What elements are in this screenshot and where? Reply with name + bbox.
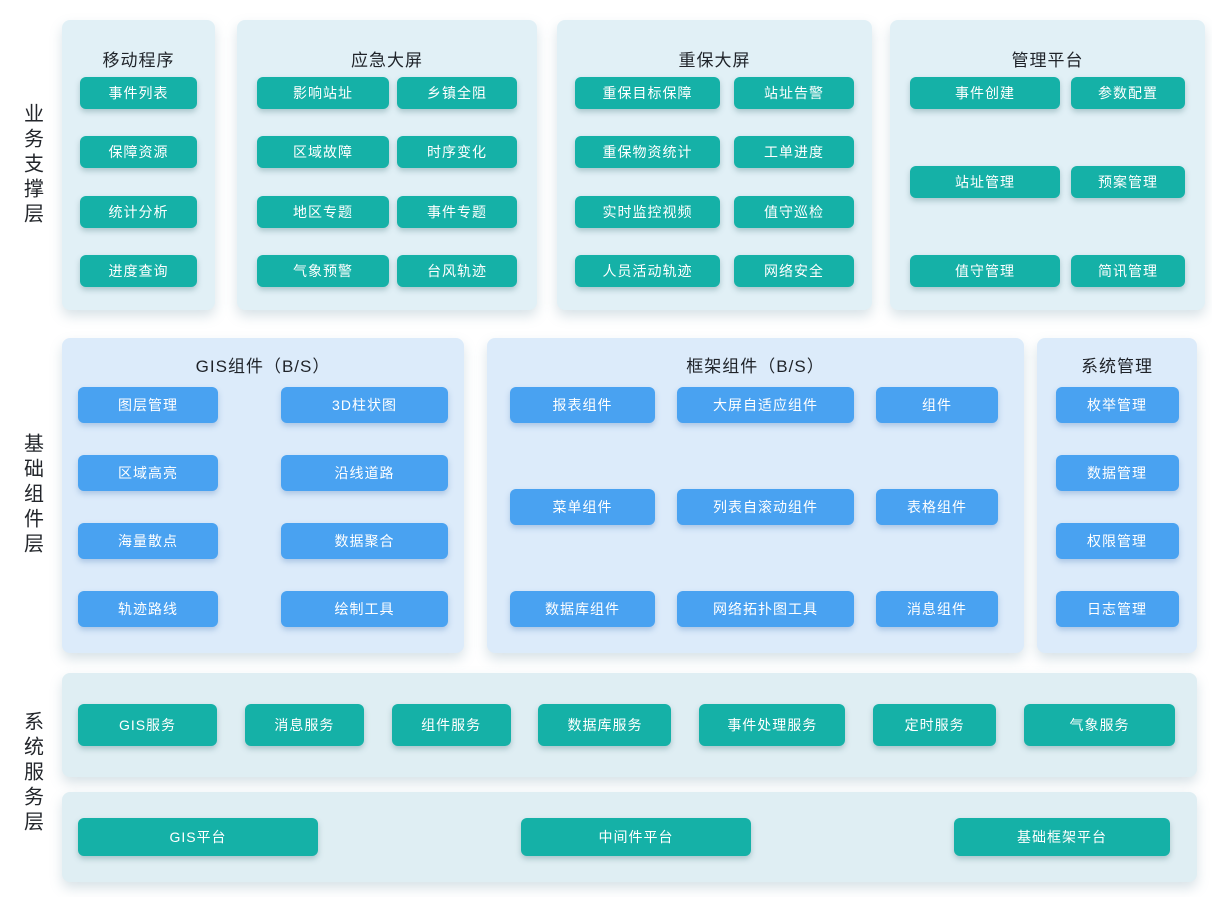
management-chip: 简讯管理 xyxy=(1071,255,1185,287)
mobile-chip: 保障资源 xyxy=(80,136,197,169)
layer-label-components: 基础组件层 xyxy=(20,433,43,558)
management-chip: 事件创建 xyxy=(910,77,1060,109)
emergency-chip-grid: 影响站址 乡镇全阻 区域故障 时序变化 地区专题 事件专题 气象预警 台风轨迹 xyxy=(237,77,537,287)
protection-chip: 重保物资统计 xyxy=(575,136,720,169)
gis-chip: 海量散点 xyxy=(78,523,218,559)
platforms-row: GIS平台 中间件平台 基础框架平台 xyxy=(62,792,1197,882)
framework-chip: 消息组件 xyxy=(876,591,998,627)
framework-chip: 数据库组件 xyxy=(510,591,655,627)
service-chip: GIS服务 xyxy=(78,704,217,746)
platform-chip: 中间件平台 xyxy=(521,818,751,856)
panel-title-system: 系统管理 xyxy=(1081,357,1153,376)
emergency-chip: 气象预警 xyxy=(257,254,389,287)
mobile-chip: 统计分析 xyxy=(80,195,197,228)
protection-chip: 网络安全 xyxy=(734,254,854,287)
gis-chip: 图层管理 xyxy=(78,387,218,423)
management-chip: 值守管理 xyxy=(910,255,1060,287)
system-chip-grid: 枚举管理 数据管理 权限管理 日志管理 xyxy=(1037,387,1197,627)
emergency-chip: 区域故障 xyxy=(257,136,389,169)
platform-chip: 基础框架平台 xyxy=(954,818,1170,856)
services-row: GIS服务 消息服务 组件服务 数据库服务 事件处理服务 定时服务 气象服务 xyxy=(62,673,1197,777)
panel-title-emergency: 应急大屏 xyxy=(351,51,423,70)
panel-framework-components: 框架组件（B/S） 报表组件 大屏自适应组件 组件 菜单组件 列表自滚动组件 表… xyxy=(487,338,1024,653)
layer-label-services: 系统服务层 xyxy=(20,710,43,836)
protection-chip: 重保目标保障 xyxy=(575,77,720,109)
service-chip: 组件服务 xyxy=(391,704,511,746)
mobile-chip-grid: 事件列表 保障资源 统计分析 进度查询 xyxy=(62,77,215,287)
gis-chip: 绘制工具 xyxy=(281,591,448,627)
management-chip: 站址管理 xyxy=(910,166,1060,198)
protection-chip: 站址告警 xyxy=(734,77,854,109)
gis-chip: 轨迹路线 xyxy=(78,591,218,627)
protection-chip: 实时监控视频 xyxy=(575,195,720,228)
emergency-chip: 台风轨迹 xyxy=(397,254,517,287)
system-chip: 权限管理 xyxy=(1055,523,1179,559)
emergency-chip: 时序变化 xyxy=(397,136,517,169)
panel-title-framework: 框架组件（B/S） xyxy=(686,357,825,376)
system-chip: 枚举管理 xyxy=(1055,387,1179,423)
framework-chip: 报表组件 xyxy=(510,387,655,423)
protection-chip: 人员活动轨迹 xyxy=(575,254,720,287)
emergency-chip: 事件专题 xyxy=(397,195,517,228)
protection-chip: 值守巡检 xyxy=(734,195,854,228)
framework-chip: 菜单组件 xyxy=(510,489,655,525)
panel-management-platform: 管理平台 事件创建 参数配置 站址管理 预案管理 值守管理 简讯管理 xyxy=(890,20,1205,310)
management-chip: 预案管理 xyxy=(1071,166,1185,198)
framework-chip: 列表自滚动组件 xyxy=(677,489,854,525)
gis-chip: 3D柱状图 xyxy=(281,387,448,423)
protection-chip: 工单进度 xyxy=(734,136,854,169)
framework-chip-grid: 报表组件 大屏自适应组件 组件 菜单组件 列表自滚动组件 表格组件 数据库组件 … xyxy=(487,387,1024,627)
protection-chip-grid: 重保目标保障 站址告警 重保物资统计 工单进度 实时监控视频 值守巡检 人员活动… xyxy=(557,77,872,287)
service-chip: 消息服务 xyxy=(244,704,364,746)
panel-title-management: 管理平台 xyxy=(1011,51,1084,70)
gis-chip: 沿线道路 xyxy=(281,455,448,491)
panel-services-row: GIS服务 消息服务 组件服务 数据库服务 事件处理服务 定时服务 气象服务 xyxy=(62,673,1197,777)
gis-chip-grid: 图层管理 3D柱状图 区域高亮 沿线道路 海量散点 数据聚合 轨迹路线 绘制工具 xyxy=(62,387,464,627)
management-chip-grid: 事件创建 参数配置 站址管理 预案管理 值守管理 简讯管理 xyxy=(890,77,1205,287)
framework-chip: 大屏自适应组件 xyxy=(677,387,854,423)
management-chip: 参数配置 xyxy=(1071,77,1185,109)
layer-label-business: 业务支撑层 xyxy=(20,102,43,228)
mobile-chip: 进度查询 xyxy=(80,254,197,287)
panel-emergency-screen: 应急大屏 影响站址 乡镇全阻 区域故障 时序变化 地区专题 事件专题 气象预警 … xyxy=(237,20,537,310)
framework-chip: 组件 xyxy=(876,387,998,423)
emergency-chip: 影响站址 xyxy=(257,77,389,109)
panel-protection-screen: 重保大屏 重保目标保障 站址告警 重保物资统计 工单进度 实时监控视频 值守巡检… xyxy=(557,20,872,310)
panel-title-protection: 重保大屏 xyxy=(678,51,751,70)
gis-chip: 区域高亮 xyxy=(78,455,218,491)
platform-chip: GIS平台 xyxy=(78,818,318,856)
gis-chip: 数据聚合 xyxy=(281,523,448,559)
framework-chip: 网络拓扑图工具 xyxy=(677,591,854,627)
mobile-chip: 事件列表 xyxy=(80,77,197,109)
panel-gis-components: GIS组件（B/S） 图层管理 3D柱状图 区域高亮 沿线道路 海量散点 数据聚… xyxy=(62,338,464,653)
panel-mobile-app: 移动程序 事件列表 保障资源 统计分析 进度查询 xyxy=(62,20,215,310)
panel-platforms-row: GIS平台 中间件平台 基础框架平台 xyxy=(62,792,1197,882)
service-chip: 气象服务 xyxy=(1023,704,1175,746)
framework-chip: 表格组件 xyxy=(876,489,998,525)
service-chip: 数据库服务 xyxy=(538,704,672,746)
service-chip: 事件处理服务 xyxy=(699,704,846,746)
emergency-chip: 地区专题 xyxy=(257,195,389,228)
emergency-chip: 乡镇全阻 xyxy=(397,77,517,109)
panel-system-management: 系统管理 枚举管理 数据管理 权限管理 日志管理 xyxy=(1037,338,1197,653)
panel-title-gis: GIS组件（B/S） xyxy=(195,357,331,376)
panel-title-mobile: 移动程序 xyxy=(102,51,175,70)
system-chip: 日志管理 xyxy=(1055,591,1179,627)
system-chip: 数据管理 xyxy=(1055,455,1179,491)
service-chip: 定时服务 xyxy=(873,704,997,746)
